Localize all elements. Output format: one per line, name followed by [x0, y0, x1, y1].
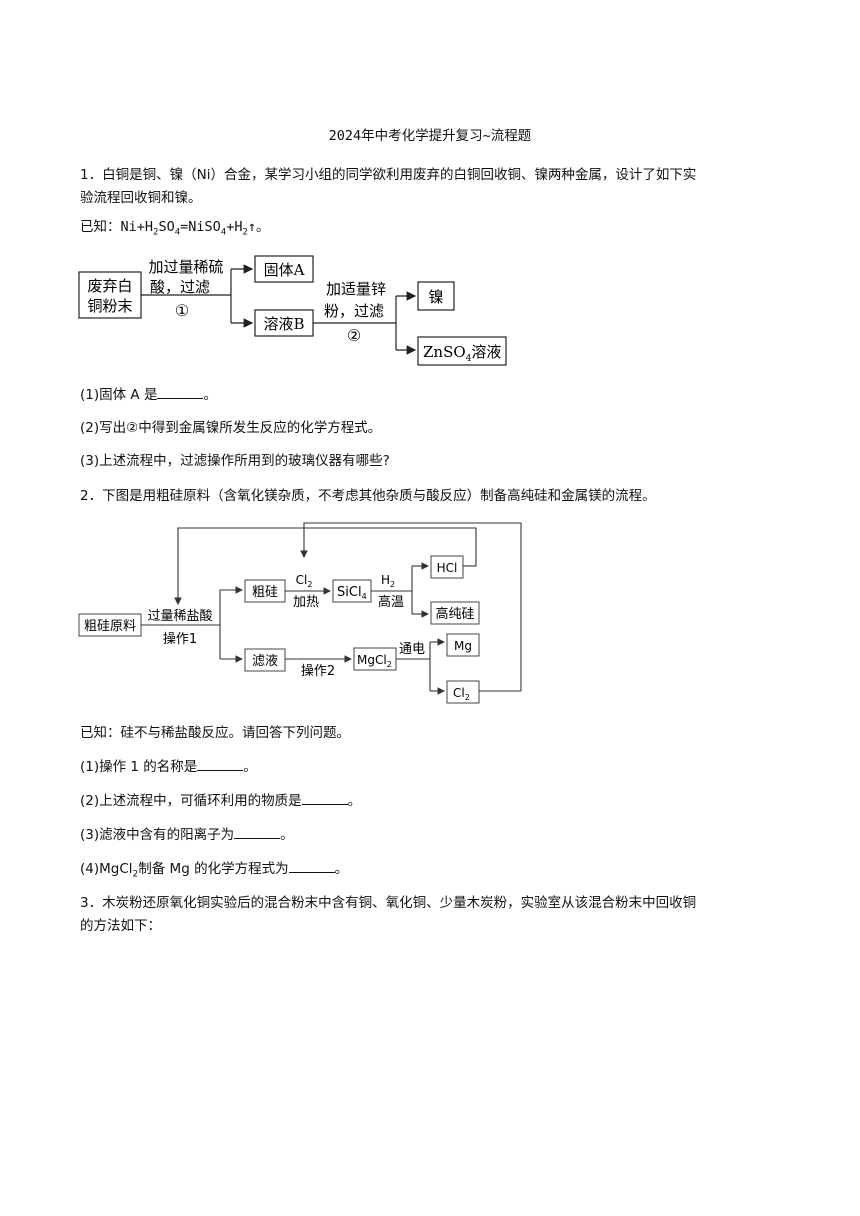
q1-question-1: (1)固体 A 是 。: [80, 384, 780, 407]
q1-question-2: (2)写出②中得到金属镍所发生反应的化学方程式。: [80, 420, 382, 436]
q2-q4-text: 制备 Mg 的化学方程式为: [138, 861, 289, 877]
cl2-recycle-line: [300, 522, 522, 691]
q2-question-4: (4)MgCl2制备 Mg 的化学方程式为 。: [80, 858, 780, 887]
cl2-out-label: Cl2: [453, 686, 470, 702]
cl2-out-box: [446, 680, 480, 704]
q1-q1-text: (1)固体 A 是: [80, 387, 158, 403]
hcl-recycle-line: [174, 527, 477, 606]
filtrate-label: 滤液: [252, 654, 278, 669]
period: 。: [334, 861, 349, 877]
op2-label: 操作2: [301, 663, 335, 679]
q1-known-text: +H: [226, 219, 243, 235]
q2-q4-text: (4)MgCl: [80, 861, 133, 877]
znso4-label: ZnSO4溶液: [423, 343, 501, 364]
q3-stem-line1: 3．木炭粉还原氧化铜实验后的混合粉末中含有铜、氧化铜、少量木炭粉，实验室从该混合…: [80, 895, 697, 911]
q1-stem: 1．白铜是铜、镍（Ni）合金，某学习小组的同学欲利用废弃的白铜回收铜、镍两种金属…: [80, 164, 780, 210]
q3-stem: 3．木炭粉还原氧化铜实验后的混合粉末中含有铜、氧化铜、少量木炭粉，实验室从该混合…: [80, 892, 780, 938]
period: 。: [280, 827, 294, 843]
q1-known-text: =NiSO: [180, 219, 221, 235]
q1-known: 已知：Ni+H2SO4=NiSO4+H2↑。: [80, 216, 780, 245]
q3-stem-line2: 的方法如下：: [80, 918, 161, 934]
solidA-label: 固体A: [264, 261, 305, 279]
solidA-box: [254, 255, 314, 283]
q2-q1-text: (1)操作 1 的名称是: [80, 759, 198, 775]
hcl-label: HCl: [437, 561, 458, 575]
answer-blank[interactable]: [157, 384, 204, 399]
op1-label: 操作1: [163, 631, 197, 647]
q1-known-text: SO: [158, 219, 175, 235]
sub: 4: [174, 227, 181, 238]
start-label-1: 废弃白: [87, 277, 132, 295]
q1-question-3: (3)上述流程中，过滤操作所用到的玻璃仪器有哪些?: [80, 453, 390, 469]
answer-blank[interactable]: [288, 858, 335, 873]
reagent-label: 过量稀盐酸: [147, 609, 212, 624]
sicl4-label: SiCl4: [337, 585, 367, 601]
answer-blank[interactable]: [234, 824, 281, 839]
q1-stem-line2: 验流程回收铜和镍。: [80, 190, 202, 206]
filtrate-box: [244, 648, 286, 672]
q1-known-text: 已知：Ni+H: [80, 219, 154, 235]
answer-blank[interactable]: [301, 790, 348, 805]
period: 。: [203, 387, 217, 403]
q2-question-3: (3)滤液中含有的阳离子为 。: [80, 824, 780, 847]
raw-label: 粗硅原料: [84, 619, 136, 634]
znso4-box: [417, 336, 507, 366]
period: 。: [243, 759, 257, 775]
period: 。: [347, 793, 362, 809]
mg-label: Mg: [454, 639, 472, 653]
q2-question-1: (1)操作 1 的名称是 。: [80, 756, 780, 779]
h2-label: H2: [381, 573, 395, 589]
high-temp-label: 高温: [378, 594, 404, 610]
answer-blank[interactable]: [197, 756, 244, 771]
step2-label-2: 粉，过滤: [324, 302, 384, 320]
solB-label: 溶液B: [263, 315, 304, 333]
heat-label: 加热: [293, 595, 319, 610]
q2-known: 已知：硅不与稀盐酸反应。请回答下列问题。: [80, 725, 350, 741]
step1-label-2: 酸，过滤: [150, 278, 210, 296]
ni-box: [417, 281, 455, 311]
step2-number: ②: [347, 326, 361, 345]
cl2-label: Cl2: [296, 573, 313, 589]
q2-q3-text: (3)滤液中含有的阳离子为: [80, 827, 235, 843]
pure-si-label: 高纯硅: [435, 606, 474, 622]
mgcl2-label: MgCl2: [357, 653, 392, 669]
mg-box: [446, 633, 480, 657]
sub: 2: [132, 869, 139, 880]
document-title: 2024年中考化学提升复习~流程题: [328, 128, 532, 144]
q2-q2-text: (2)上述流程中，可循环利用的物质是: [80, 793, 302, 809]
step1-label-1: 加过量稀硫: [148, 258, 223, 276]
crude-si-label: 粗硅: [252, 585, 278, 600]
q2-flow-diagram: 粗硅原料 过量稀盐酸 操作1 粗硅 Cl2 加热 SiCl4 H2 高温 HCl…: [78, 522, 522, 704]
q2-question-2: (2)上述流程中，可循环利用的物质是 。: [80, 790, 780, 813]
step1-number: ①: [175, 301, 189, 320]
q1-flow-diagram: 废弃白 铜粉末 加过量稀硫 酸，过滤 ① 固体A 溶液B 加适量锌 粉，过滤 ②…: [78, 255, 507, 366]
elec-label: 通电: [399, 642, 425, 657]
sub: 4: [220, 227, 227, 238]
q1-known-text: ↑。: [247, 219, 270, 235]
sub: 2: [153, 227, 159, 238]
step2-label-1: 加适量锌: [326, 280, 386, 298]
ni-label: 镍: [428, 288, 443, 306]
q1-stem-line1: 1．白铜是铜、镍（Ni）合金，某学习小组的同学欲利用废弃的白铜回收铜、镍两种金属…: [80, 167, 697, 183]
hcl-box: [430, 555, 464, 579]
start-label-2: 铜粉末: [87, 297, 132, 315]
q2-stem: 2．下图是用粗硅原料（含氧化镁杂质，不考虑其他杂质与酸反应）制备高纯硅和金属镁的…: [80, 488, 656, 504]
sub: 2: [242, 227, 248, 238]
pure-si-box: [430, 601, 480, 625]
